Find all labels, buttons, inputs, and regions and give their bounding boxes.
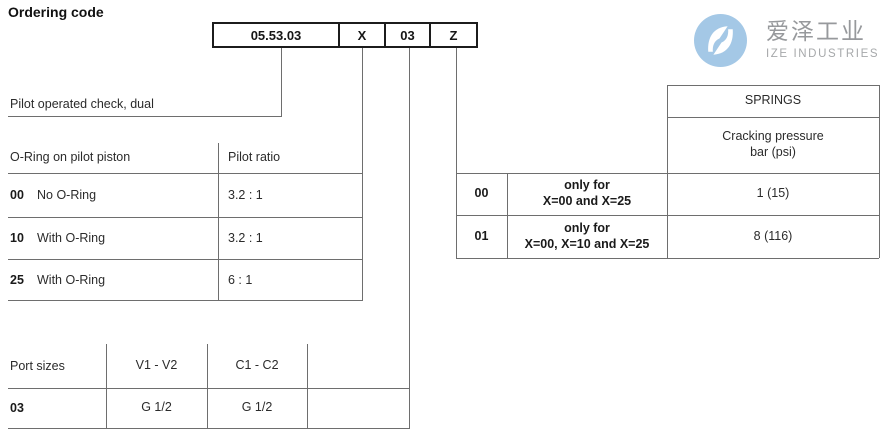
logo-text-en: IZE INDUSTRIES [766,48,880,60]
oring-table-line [8,300,363,301]
springs-table-line [456,258,879,259]
oring-row-code: 10 [10,231,24,245]
oring-row-desc: No O-Ring [37,188,97,202]
code-cell-ports: 03 [384,24,429,46]
port-table-header-label: Port sizes [10,359,65,373]
springs-table-line [879,85,880,258]
logo-text: 爱泽工业 IZE INDUSTRIES [766,20,879,61]
oring-row-ratio: 3.2 : 1 [228,188,263,202]
oring-row-desc: With O-Ring [37,273,106,287]
springs-table-line [667,85,879,86]
code-cell-model: 05.53.03 [250,27,302,43]
port-table-line [307,344,308,428]
springs-table-line [667,85,668,258]
condition-line1: only for [564,220,610,235]
port-table-line [207,344,208,428]
port-row-code: 03 [10,401,24,415]
springs-row-condition: only for X=00 and X=25 [507,173,667,215]
springs-row-code: 00 [474,186,489,201]
oring-row-desc: With O-Ring [37,231,106,245]
oring-table-line [8,173,363,174]
oring-table-line [8,217,363,218]
springs-row-condition: only for X=00, X=10 and X=25 [507,215,667,258]
ize-logo-icon [694,14,747,67]
cracking-pressure-unit: bar (psi) [750,145,796,159]
condition-line2: X=00, X=10 and X=25 [524,236,650,251]
pilot-operated-label: Pilot operated check, dual [10,97,154,111]
code-cell-oring: X [338,24,384,46]
springs-row-value: 1 (15) [756,186,790,201]
condition-line2: X=00 and X=25 [542,194,632,208]
springs-table-title: SPRINGS [744,93,802,108]
port-row-c1c2: G 1/2 [241,400,273,415]
oring-row-ratio: 6 : 1 [228,273,253,287]
oring-table-header-right: Pilot ratio [228,150,281,164]
logo-text-cn: 爱泽工业 [766,18,866,44]
connector-spring-line [456,48,457,258]
port-table-line [106,344,107,428]
oring-table-line [8,259,363,260]
port-table-line [8,428,409,429]
port-table-header-c: C1 - C2 [235,358,279,373]
oring-row-code: 25 [10,273,24,287]
oring-row-code: 00 [10,188,24,202]
springs-table-line [667,117,879,118]
ordering-code-box: 05.53.03 X 03 Z [212,22,478,48]
springs-table-subheader: Cracking pressure bar (psi) [667,117,879,173]
connector-model-line [281,48,282,116]
port-row-v1v2: G 1/2 [141,400,172,415]
connector-ports-line [409,48,410,429]
port-table-line [8,388,409,389]
connector-oring-line [362,48,363,300]
springs-table-line [507,173,508,258]
springs-row-value: 8 (116) [753,228,793,243]
port-table-header-v: V1 - V2 [135,358,178,373]
page-title: Ordering code [8,4,104,20]
oring-row-ratio: 3.2 : 1 [228,231,263,245]
code-cell-spring: Z [429,24,476,46]
oring-table-column-divider [218,143,219,300]
condition-line1: only for [564,178,610,193]
cracking-pressure-label: Cracking pressure [722,129,824,144]
oring-table-header-left: O-Ring on pilot piston [10,150,131,164]
logo: 爱泽工业 IZE INDUSTRIES [694,14,879,67]
springs-row-code: 01 [474,228,489,243]
pilot-label-underline [8,116,282,117]
